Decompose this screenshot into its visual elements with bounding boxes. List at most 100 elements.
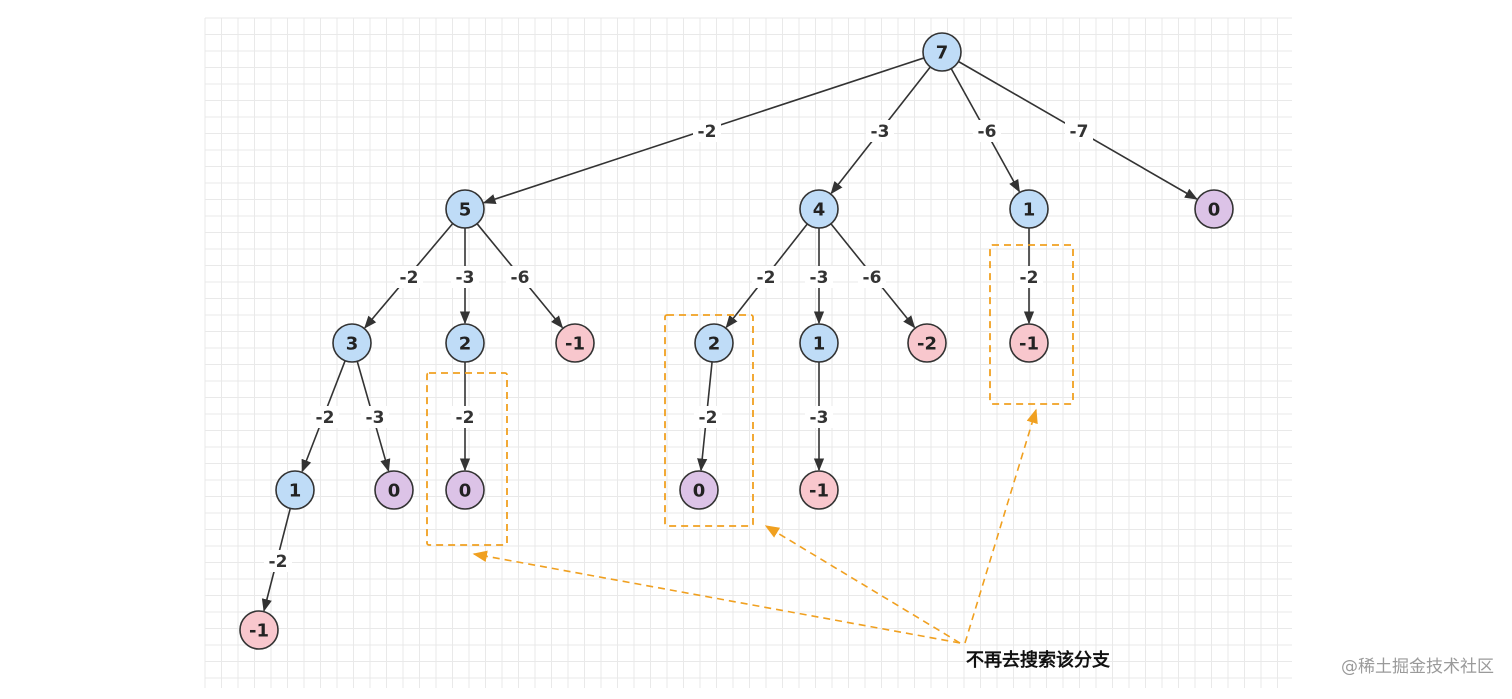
- edge-label: -3: [810, 268, 829, 288]
- node-circle: [1194, 189, 1234, 229]
- tree-node: 4: [799, 189, 839, 229]
- pruned-branch-box-n2b-branch: [664, 314, 754, 527]
- node-value: 4: [813, 200, 826, 221]
- edge-label: -2: [699, 408, 718, 428]
- node-value: 5: [459, 200, 472, 221]
- edge-label: -2: [456, 408, 475, 428]
- tree-node: -1: [799, 470, 839, 510]
- tree-node: 3: [332, 323, 372, 363]
- edge-label-background: [805, 406, 833, 428]
- edge-label-background: [451, 266, 479, 288]
- node-circle: [694, 323, 734, 363]
- edge-label: -3: [810, 408, 829, 428]
- node-circle: [799, 189, 839, 229]
- node-circle: [445, 323, 485, 363]
- tree-node: 0: [1194, 189, 1234, 229]
- edge-label-background: [1015, 266, 1043, 288]
- annotation-arrow: [472, 550, 961, 644]
- tree-node: 7: [922, 32, 962, 72]
- edge-label: -3: [456, 268, 475, 288]
- edge-label-background: [858, 266, 886, 288]
- tree-node: 5: [445, 189, 485, 229]
- node-value: -2: [917, 334, 937, 355]
- node-circle: [445, 189, 485, 229]
- node-value: 0: [459, 481, 472, 502]
- edge-label-background: [451, 406, 479, 428]
- tree-node: 0: [445, 470, 485, 510]
- edge-label-background: [395, 266, 423, 288]
- tree-node: 0: [679, 470, 719, 510]
- node-value: 7: [936, 43, 949, 64]
- node-value: 2: [708, 334, 721, 355]
- edge-label: -6: [978, 122, 997, 142]
- tree-node: 1: [799, 323, 839, 363]
- node-value: 1: [1023, 200, 1036, 221]
- node-value: 0: [693, 481, 706, 502]
- node-value: -1: [809, 481, 829, 502]
- node-circle: [907, 323, 947, 363]
- node-value: -1: [565, 334, 585, 355]
- node-circle: [445, 470, 485, 510]
- edge-label-background: [693, 120, 721, 142]
- edge-label: -6: [863, 268, 882, 288]
- tree-nodes: 7 5 4 1 0 3 2 -1 2 1 -2 -1 1 0 0 0 -1 -1: [239, 32, 1234, 650]
- node-circle: [239, 610, 279, 650]
- edge-label-background: [752, 266, 780, 288]
- node-value: -1: [1019, 334, 1039, 355]
- edge-label-background: [805, 266, 833, 288]
- tree-node: -1: [555, 323, 595, 363]
- edge-label: -2: [1020, 268, 1039, 288]
- tree-node: 2: [694, 323, 734, 363]
- edge-label: -2: [698, 122, 717, 142]
- annotation-arrow: [764, 525, 961, 644]
- node-circle: [332, 323, 372, 363]
- edge-label: -7: [1070, 122, 1089, 142]
- node-circle: [555, 323, 595, 363]
- node-circle: [799, 323, 839, 363]
- node-circle: [679, 470, 719, 510]
- edge-label: -2: [757, 268, 776, 288]
- tree-node: 1: [1009, 189, 1049, 229]
- edge-label-background: [973, 120, 1001, 142]
- edge-label-background: [361, 406, 389, 428]
- edge-label-background: [311, 406, 339, 428]
- edge-label: -2: [316, 408, 335, 428]
- edge-label-background: [264, 550, 292, 572]
- node-circle: [1009, 189, 1049, 229]
- node-circle: [374, 470, 414, 510]
- watermark: @稀土掘金技术社区: [1341, 657, 1494, 677]
- edge-label: -2: [400, 268, 419, 288]
- edge-label: -3: [366, 408, 385, 428]
- pruned-branch-box-n1a-branch: [989, 244, 1074, 405]
- node-value: 1: [289, 481, 302, 502]
- annotation-text: 不再去搜索该分支: [966, 649, 1111, 671]
- annotation-arrow: [964, 408, 1038, 644]
- edge-label-background: [506, 266, 534, 288]
- tree-node: 1: [275, 470, 315, 510]
- tree-node: 2: [445, 323, 485, 363]
- edge-label: -3: [871, 122, 890, 142]
- edge-label: -2: [269, 552, 288, 572]
- node-circle: [1009, 323, 1049, 363]
- node-value: 0: [388, 481, 401, 502]
- edge-label-background: [694, 406, 722, 428]
- tree-edges: -2 -3 -6 -7 -2 -3 -6 -2 -3 -6 -2 -2 -3 -2 -2 -3 -2: [261, 57, 1198, 612]
- tree-node: -1: [1009, 323, 1049, 363]
- tree-node: -2: [907, 323, 947, 363]
- edge-label-background: [1065, 120, 1093, 142]
- node-circle: [922, 32, 962, 72]
- node-value: -1: [249, 621, 269, 642]
- node-circle: [799, 470, 839, 510]
- node-value: 0: [1208, 200, 1221, 221]
- edge-label: -6: [511, 268, 530, 288]
- edge-label-background: [866, 120, 894, 142]
- tree-node: 0: [374, 470, 414, 510]
- node-circle: [275, 470, 315, 510]
- pruned-branch-boxes: [426, 244, 1074, 546]
- pruned-branch-box-n2a-branch: [426, 372, 508, 546]
- tree-node: -1: [239, 610, 279, 650]
- node-value: 3: [346, 334, 359, 355]
- node-value: 1: [813, 334, 826, 355]
